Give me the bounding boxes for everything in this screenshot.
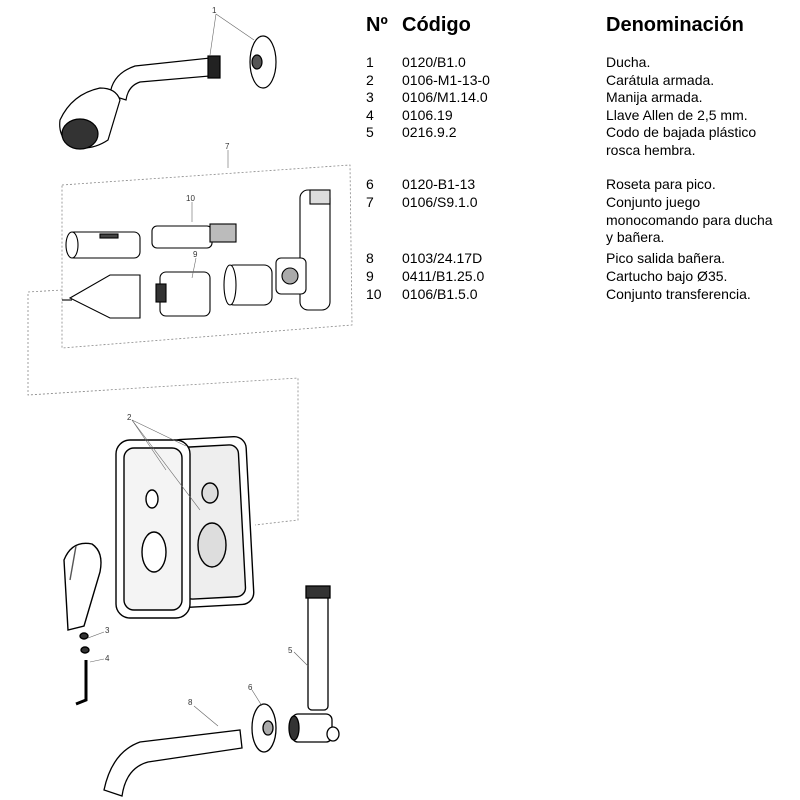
row-number: 7 <box>366 194 374 210</box>
callout-5: 5 <box>288 646 293 655</box>
row-code: 0411/B1.25.0 <box>402 268 485 284</box>
row-code: 0120-B1-13 <box>402 176 476 192</box>
row-code: 0106/M1.14.0 <box>402 89 488 105</box>
callout-8: 8 <box>188 698 193 707</box>
dashed-guides <box>27 164 353 526</box>
row-name: Conjunto juego monocomando para ducha y … <box>606 194 773 245</box>
row-number: 4 <box>366 106 374 123</box>
callout-10: 10 <box>186 194 195 203</box>
row-name: Carátula armada. <box>606 71 715 88</box>
row-number: 2 <box>366 71 374 88</box>
leader-lines <box>87 13 309 727</box>
callout-6: 6 <box>248 683 253 692</box>
header-code: Código <box>402 14 471 36</box>
row-code: 0106.19 <box>402 106 453 123</box>
row-number: 3 <box>366 89 374 105</box>
valve-assembly-part <box>62 189 331 319</box>
row-code: 0103/24.17D <box>402 250 483 266</box>
row-name: Cartucho bajo Ø35. <box>606 268 728 284</box>
shower-head-part <box>59 35 277 150</box>
row-number: 8 <box>366 250 374 266</box>
callout-4: 4 <box>105 654 110 663</box>
spout-part <box>103 585 340 797</box>
callout-9: 9 <box>193 250 198 259</box>
row-name: Roseta para pico. <box>606 176 716 192</box>
callout-7: 7 <box>225 142 230 151</box>
row-code: 0106-M1-13-0 <box>402 71 490 88</box>
callout-1: 1 <box>212 6 217 15</box>
row-number: 6 <box>366 176 374 192</box>
row-number: 5 <box>366 124 374 140</box>
row-name: Llave Allen de 2,5 mm. <box>606 106 748 123</box>
header-name: Denominación <box>606 14 744 36</box>
row-name: Conjunto transferencia. <box>606 286 751 302</box>
row-name: Codo de bajada plástico rosca hembra. <box>606 124 757 158</box>
callout-2: 2 <box>127 413 132 422</box>
callout-3: 3 <box>105 626 110 635</box>
handle-part <box>63 542 102 706</box>
row-name: Ducha. <box>606 54 651 70</box>
row-code: 0106/B1.5.0 <box>402 286 478 302</box>
faceplate-part <box>115 435 255 619</box>
row-name: Pico salida bañera. <box>606 250 726 266</box>
row-code: 0120/B1.0 <box>402 54 466 70</box>
row-code: 0106/S9.1.0 <box>402 194 478 210</box>
row-number: 9 <box>366 268 374 284</box>
row-name: Manija armada. <box>606 89 703 105</box>
header-number: Nº <box>366 14 388 36</box>
row-code: 0216.9.2 <box>402 124 457 140</box>
callout-labels: 1 7 10 9 2 3 4 5 6 8 <box>105 6 293 707</box>
row-number: 10 <box>366 286 382 302</box>
row-number: 1 <box>366 54 374 70</box>
